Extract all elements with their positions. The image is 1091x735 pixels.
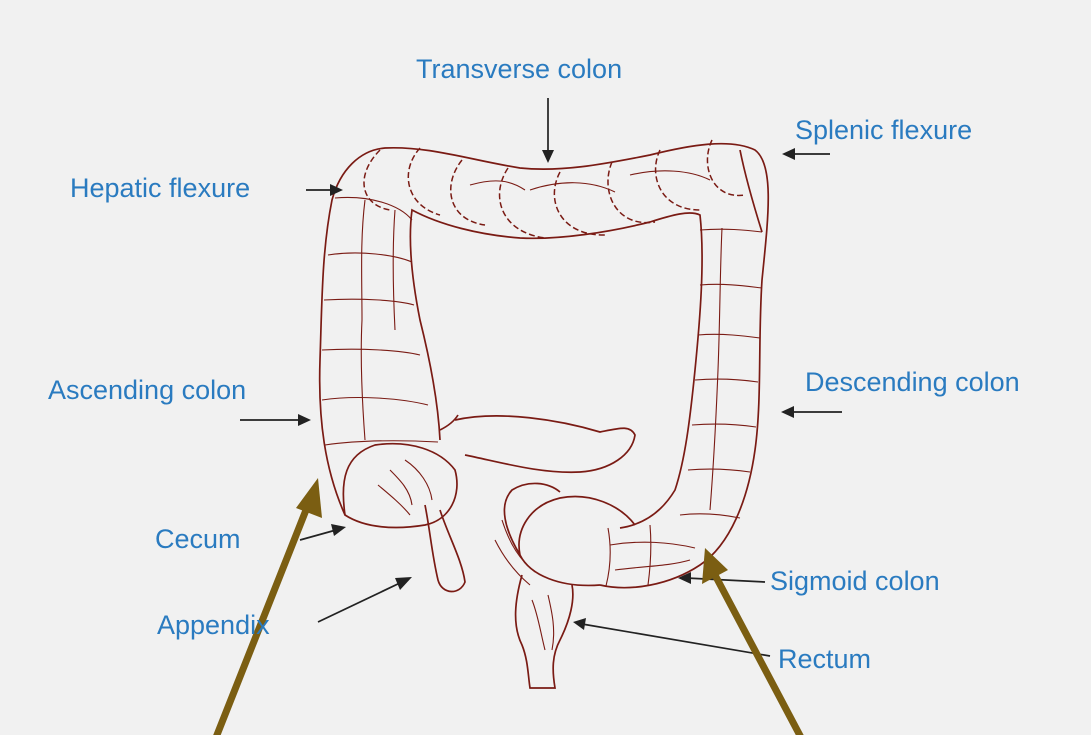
transverse-pointer [542,98,554,163]
label-descending-colon: Descending colon [805,369,1020,396]
descending-pointer [781,406,842,418]
label-splenic-flexure: Splenic flexure [795,117,972,144]
highlight-arrow-left [213,478,322,735]
label-transverse-colon: Transverse colon [416,56,622,83]
appendix-pointer [318,577,412,622]
cecum-pointer [300,524,346,540]
label-appendix: Appendix [157,612,270,639]
ascending-pointer [240,414,311,426]
splenic-pointer [782,148,830,160]
label-sigmoid-colon: Sigmoid colon [770,568,940,595]
label-ascending-colon: Ascending colon [48,377,246,404]
label-hepatic-flexure: Hepatic flexure [70,175,250,202]
label-rectum: Rectum [778,646,871,673]
pointer-arrows [240,98,842,656]
label-cecum: Cecum [155,526,241,553]
colon-outline [320,140,769,688]
